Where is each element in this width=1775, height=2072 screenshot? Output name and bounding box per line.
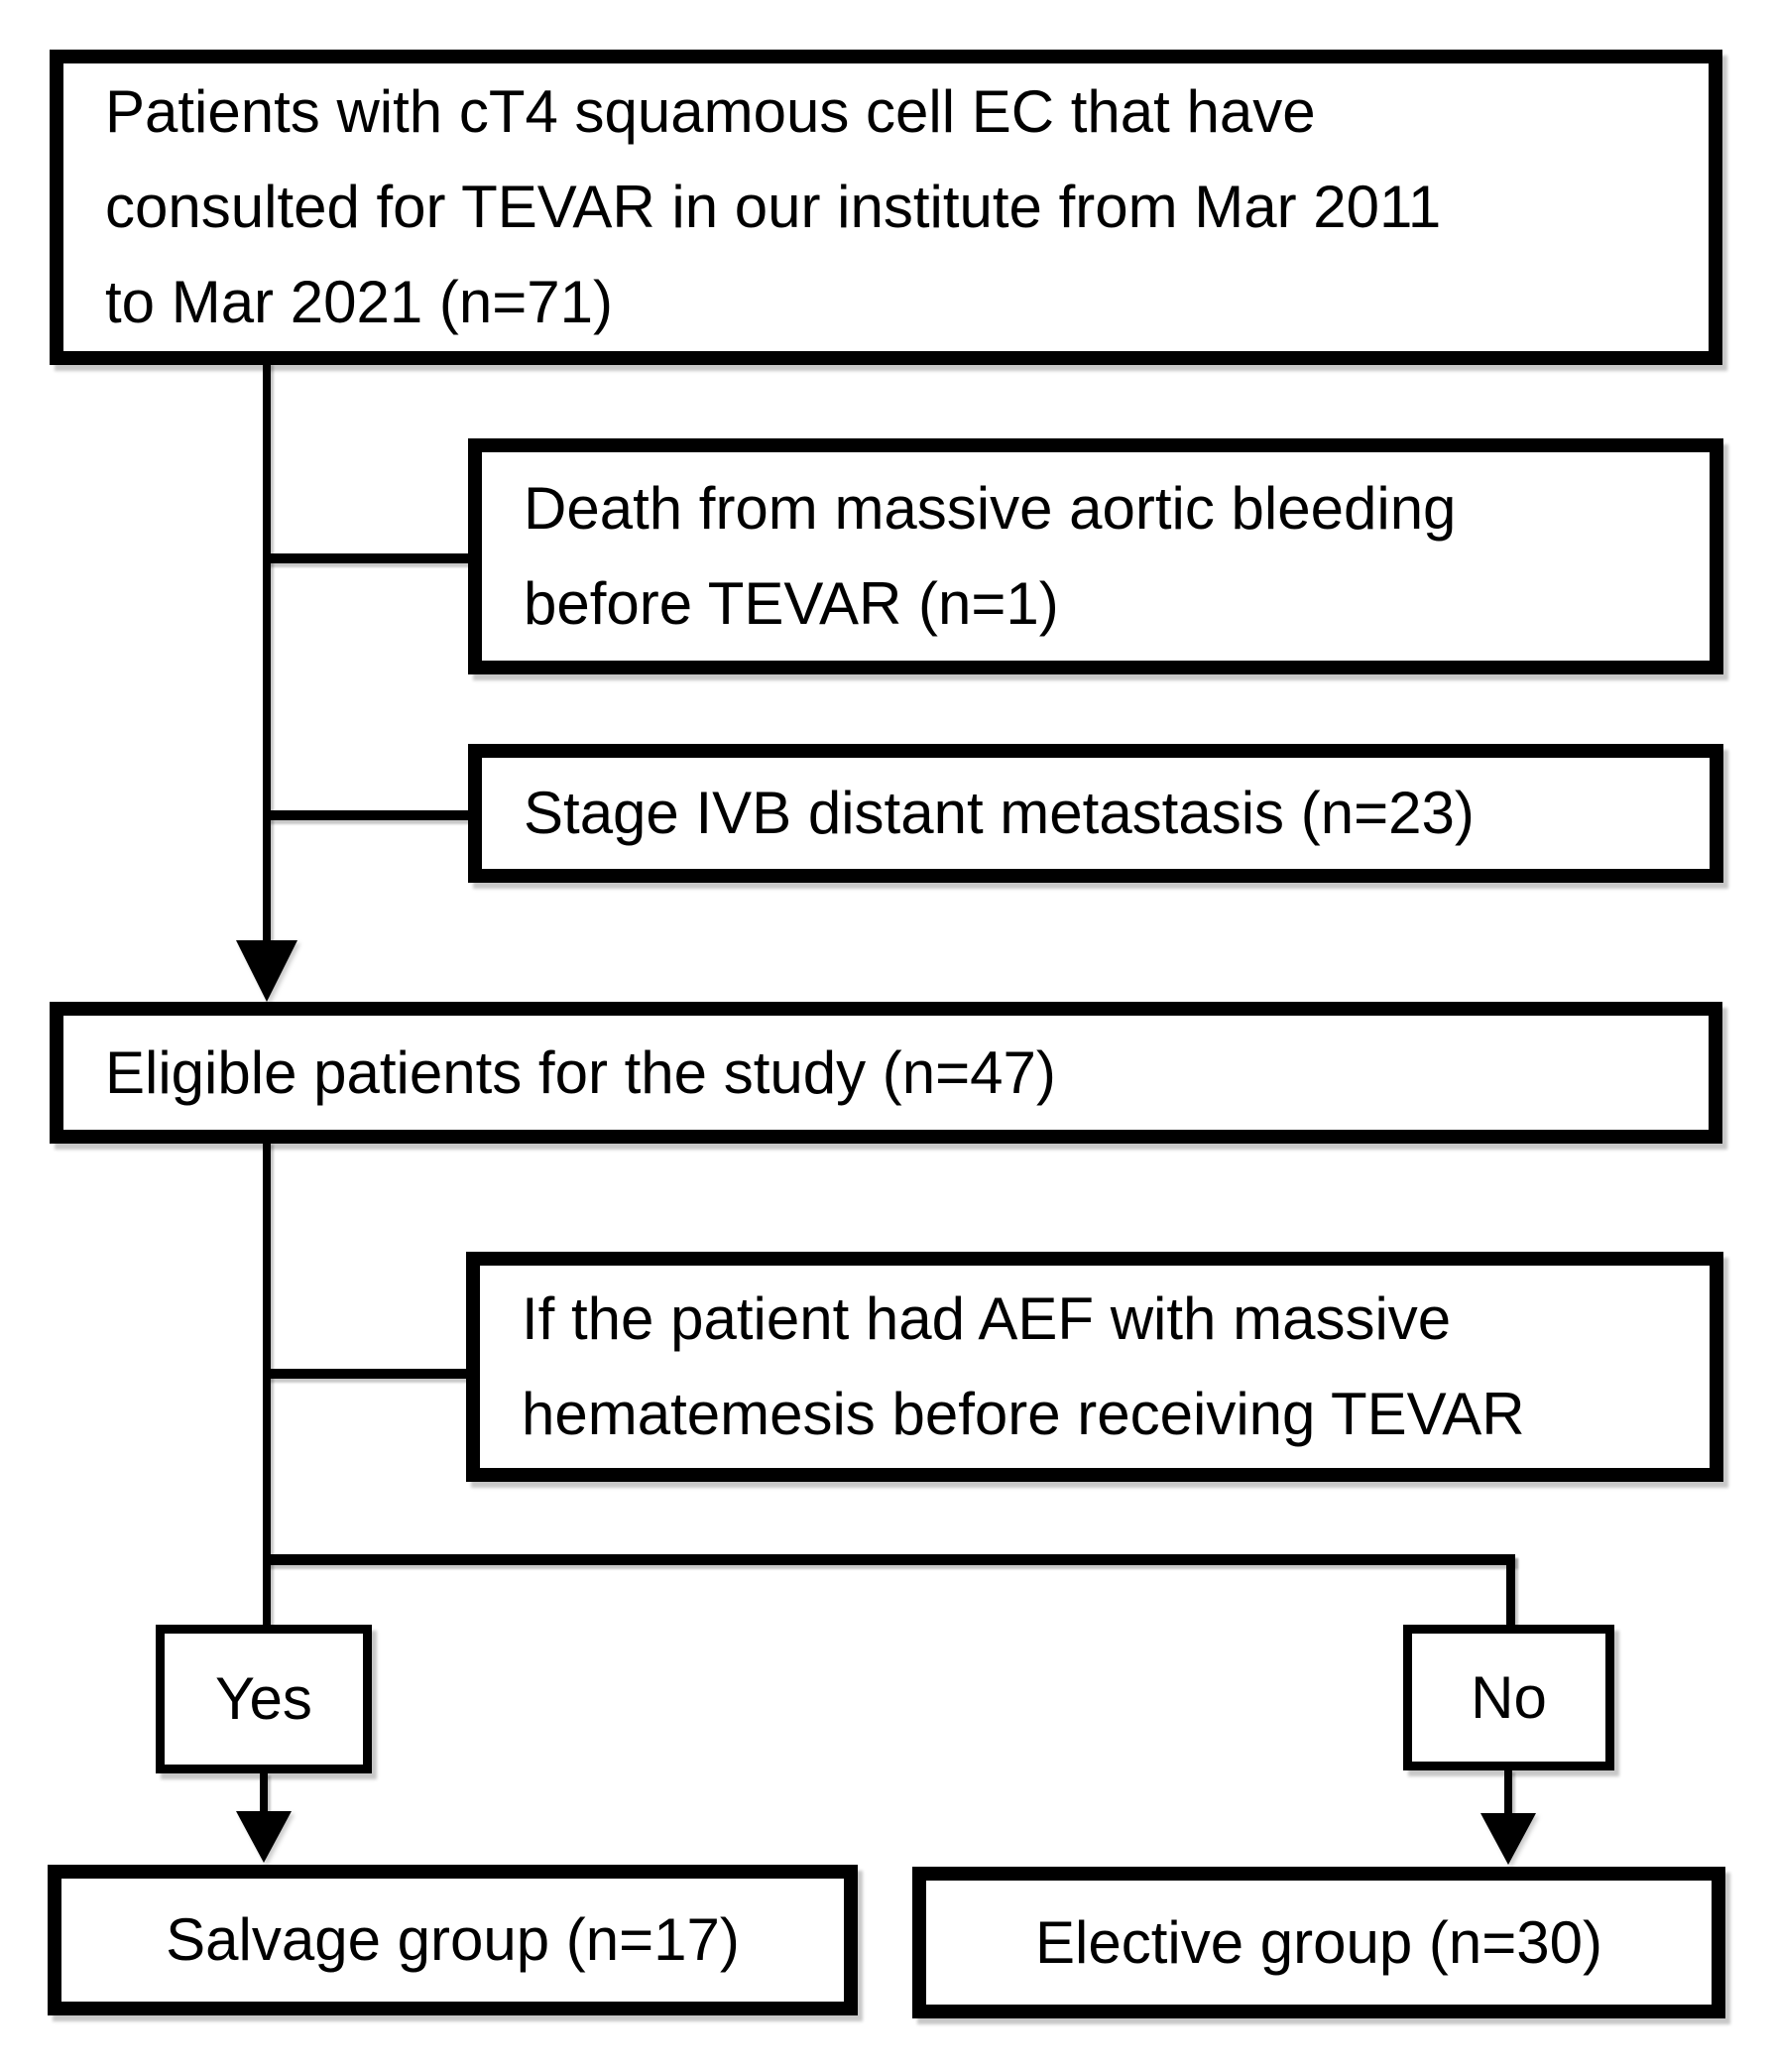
node-exclusion-death: Death from massive aortic bleeding befor…	[468, 438, 1723, 674]
connector-eligible-to-branch	[263, 1141, 271, 1627]
connector-to-exclusion-metastasis	[267, 810, 468, 820]
connector-no-to-elective	[1504, 1768, 1512, 1820]
connector-to-exclusion-death	[267, 553, 468, 563]
branch-line-to-no	[1506, 1554, 1515, 1627]
branch-horizontal-line	[263, 1554, 1515, 1565]
node-exclusion-metastasis: Stage IVB distant metastasis (n=23)	[468, 744, 1723, 883]
node-salvage-group: Salvage group (n=17)	[48, 1865, 858, 2015]
node-elective-group: Elective group (n=30)	[912, 1867, 1725, 2018]
node-branch-no: No	[1403, 1625, 1614, 1770]
arrowhead-salvage	[236, 1811, 292, 1863]
connector-yes-to-salvage	[260, 1771, 268, 1821]
connector-screening-to-eligible	[263, 361, 271, 946]
node-branch-yes: Yes	[156, 1625, 372, 1773]
connector-to-decision-aef	[267, 1369, 466, 1379]
node-decision-aef: If the patient had AEF with massive hema…	[466, 1252, 1723, 1482]
node-eligible: Eligible patients for the study (n=47)	[50, 1002, 1722, 1144]
node-screening: Patients with cT4 squamous cell EC that …	[50, 50, 1722, 365]
arrowhead-eligible	[236, 940, 297, 1002]
arrowhead-elective	[1480, 1813, 1536, 1865]
